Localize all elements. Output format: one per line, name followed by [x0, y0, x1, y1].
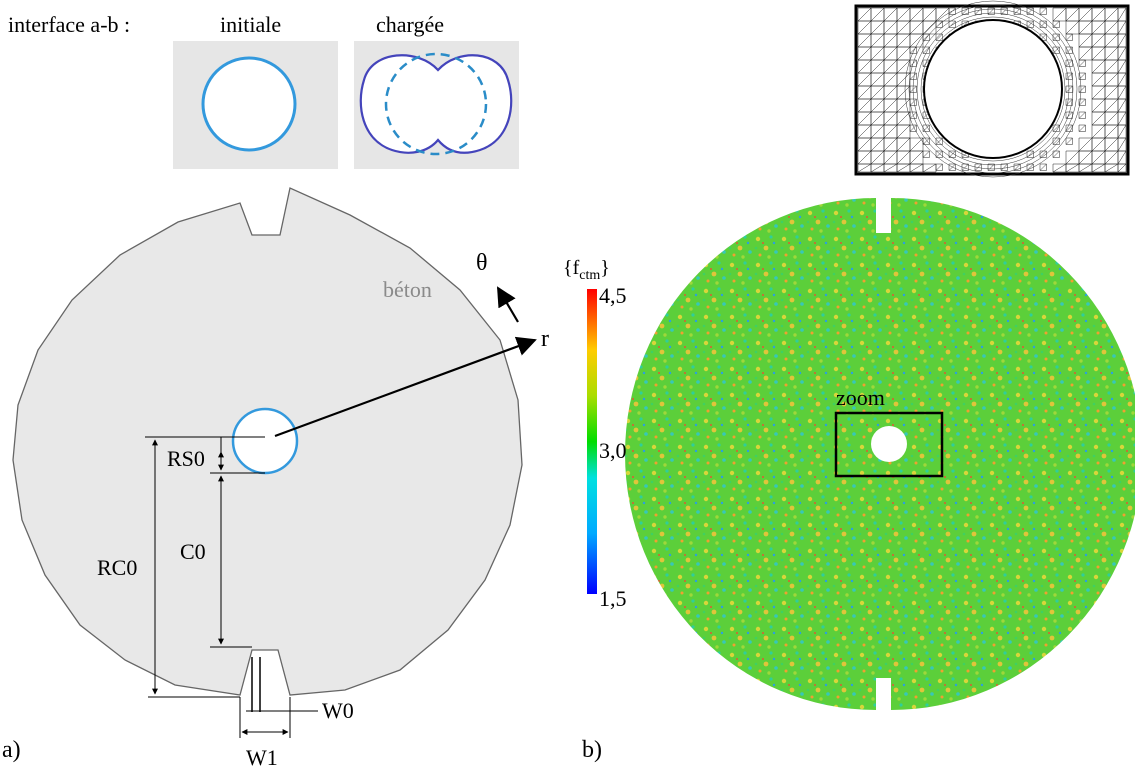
w0-label: W0	[322, 698, 354, 723]
mesh-ring	[916, 12, 1070, 166]
theta-arrow	[496, 286, 519, 323]
panel-a: béton θ r RS0 C0 RC0 W0 W1 a)	[2, 187, 549, 770]
field-hole	[871, 426, 907, 462]
material-label: béton	[383, 277, 432, 302]
colorbar-min-label: 1,5	[599, 586, 627, 611]
mesh-ring	[912, 8, 1074, 170]
original-interface-dashed	[384, 52, 488, 156]
c0-label: C0	[180, 539, 206, 564]
panel-a-label: a)	[2, 737, 21, 763]
rc0-label: RC0	[97, 555, 137, 580]
rs0-label: RS0	[167, 446, 205, 471]
colorbar	[587, 289, 597, 594]
mesh-hole	[923, 19, 1063, 159]
borehole-circle	[231, 407, 299, 475]
w1-label: W1	[246, 745, 278, 770]
mesh-ring	[920, 16, 1066, 162]
mesh-zoom	[854, 0, 1130, 178]
zoom-label: zoom	[836, 385, 885, 410]
colorbar-max-label: 4,5	[599, 283, 627, 308]
interface-insets: interface a-b : initiale chargée	[8, 12, 519, 169]
mesh-triangles	[857, 0, 1127, 178]
zoom-box	[834, 411, 944, 478]
mesh-ring	[904, 0, 1082, 178]
panel-b-label: b)	[582, 737, 602, 763]
inset-loaded-label: chargée	[376, 12, 444, 37]
deformed-interface-outline	[359, 54, 513, 154]
colorbar-mid-label: 3,0	[599, 438, 627, 463]
mesh-ring	[908, 4, 1078, 174]
mesh-edges	[857, 7, 1127, 173]
interface-label: interface a-b :	[8, 12, 130, 37]
theta-label: θ	[476, 250, 488, 276]
colorbar-title: {fctm}	[563, 257, 610, 283]
initial-interface-circle	[201, 56, 297, 152]
panel-b: zoom {fctm} 4,5 3,0 1,5 b)	[563, 198, 1135, 763]
inset-initial-label: initiale	[220, 12, 281, 37]
r-label: r	[541, 326, 549, 352]
radius-arrow	[274, 336, 537, 438]
